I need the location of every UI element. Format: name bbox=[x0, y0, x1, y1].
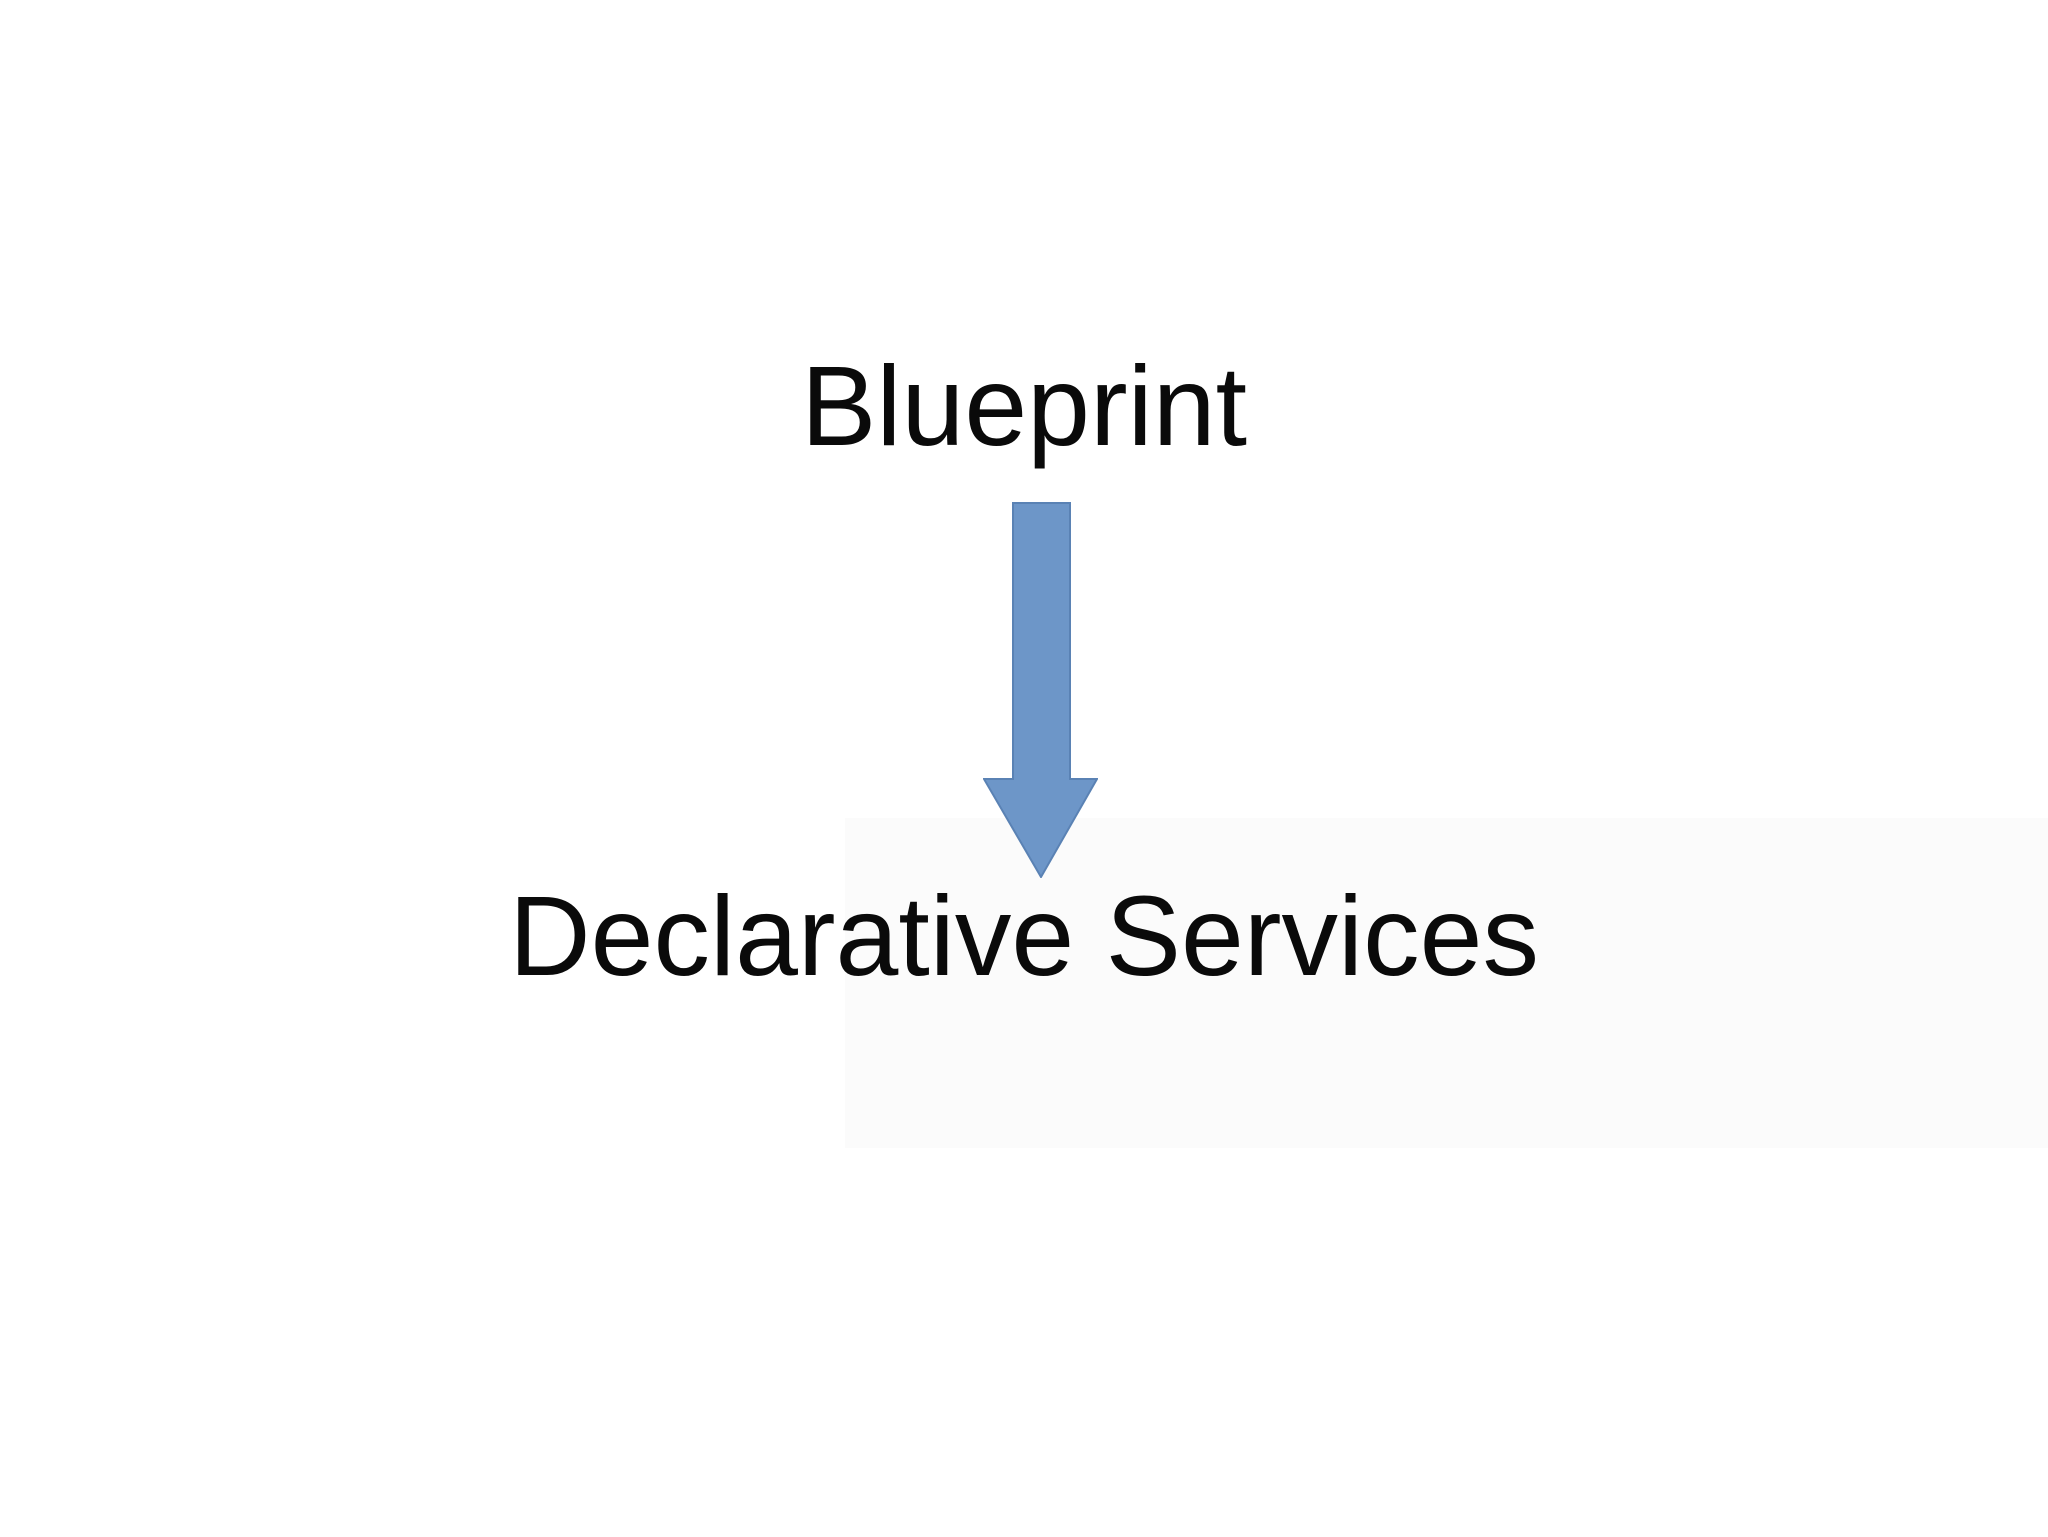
background-tint bbox=[845, 818, 2048, 1148]
down-arrow-shape bbox=[983, 502, 1098, 878]
down-arrow bbox=[983, 502, 1098, 878]
target-node-label: Declarative Services bbox=[509, 873, 1539, 999]
source-node-label: Blueprint bbox=[801, 343, 1247, 469]
